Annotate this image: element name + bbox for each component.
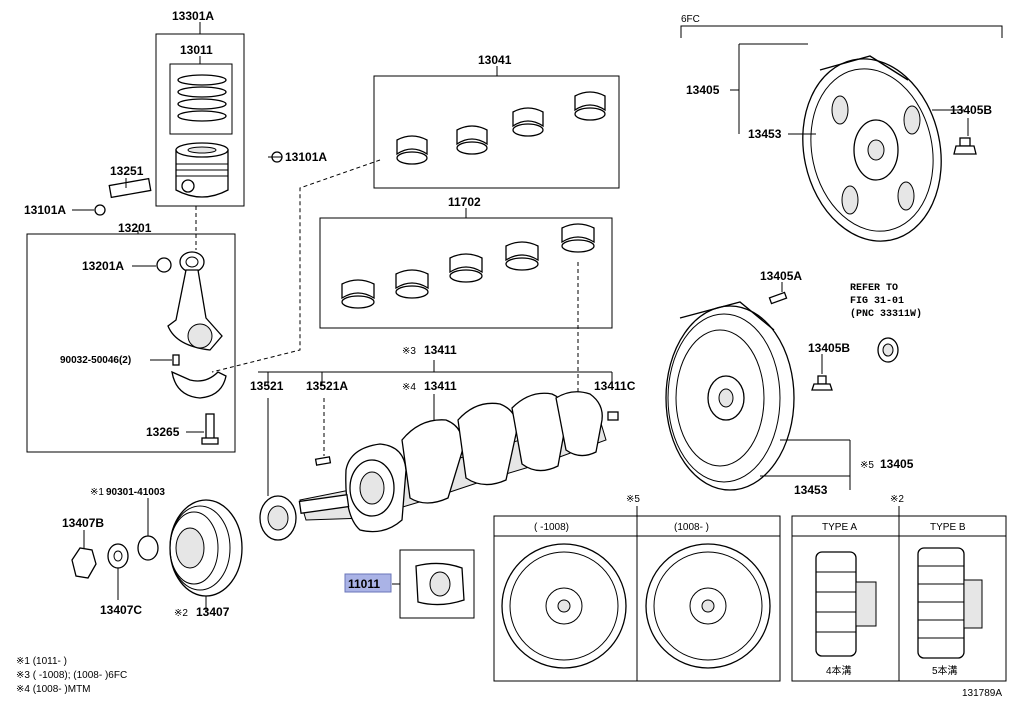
label-90032[interactable]: 90032-50046(2) — [60, 355, 131, 366]
label-90301[interactable]: 90301-41003 — [106, 487, 165, 498]
pulley-variant-b — [645, 543, 771, 669]
note5-prefix: ※5 — [860, 460, 874, 471]
refer-line-1: REFER TO — [850, 283, 898, 294]
label-13265[interactable]: 13265 — [146, 425, 180, 439]
pulley-type-b — [917, 547, 983, 659]
label-13411-3[interactable]: 13411 — [424, 343, 457, 357]
label-11011[interactable]: 11011 — [348, 577, 380, 591]
label-13405b-top[interactable]: 13405B — [950, 103, 992, 117]
piston-assembly — [94, 22, 283, 216]
label-13407c[interactable]: 13407C — [100, 603, 142, 617]
label-13041[interactable]: 13041 — [478, 53, 512, 67]
bearing-set-11702 — [319, 208, 613, 329]
label-6fc: 6FC — [681, 14, 700, 25]
pulley-type-a — [815, 551, 877, 657]
thrust-washer-11011 — [392, 549, 475, 619]
refer-line-3: (PNC 33311W) — [850, 308, 922, 320]
label-13521a[interactable]: 13521A — [306, 379, 348, 393]
label-13101a-right[interactable]: 13101A — [285, 150, 327, 164]
col-header-a: ( -1008) — [534, 522, 569, 533]
col-header-b: (1008- ) — [674, 522, 709, 533]
label-13301a[interactable]: 13301A — [172, 9, 214, 23]
connecting-rod-assembly — [26, 206, 236, 453]
variant-table — [493, 506, 1007, 682]
label-13453-bot[interactable]: 13453 — [794, 483, 828, 497]
note5-table: ※5 — [626, 494, 640, 505]
footnote-4: ※4 (1008- )MTM — [16, 684, 91, 695]
footnote-1: ※1 (1011- ) — [16, 656, 67, 667]
refer-line-2: FIG 31-01 — [850, 296, 904, 307]
part-labels: 13301A 13011 13101A 13251 13101A 13201 1… — [16, 9, 1002, 699]
label-13011[interactable]: 13011 — [180, 43, 213, 57]
label-11702[interactable]: 11702 — [448, 195, 481, 209]
label-13405-bot[interactable]: 13405 — [880, 457, 914, 471]
label-13407[interactable]: 13407 — [196, 605, 230, 619]
crank-pulley — [71, 498, 243, 612]
groove-5: 5本溝 — [932, 664, 958, 677]
label-13453-top[interactable]: 13453 — [748, 127, 782, 141]
bearing-set-13041 — [373, 66, 620, 189]
label-13405a[interactable]: 13405A — [760, 269, 802, 283]
footnote-3: ※3 ( -1008); (1008- )6FC — [16, 670, 127, 681]
label-13521[interactable]: 13521 — [250, 379, 284, 393]
label-13405-top[interactable]: 13405 — [686, 83, 720, 97]
crankshaft — [258, 360, 619, 541]
pulley-variant-a — [501, 543, 627, 669]
col-type-b: TYPE B — [930, 522, 966, 533]
label-13101a-left[interactable]: 13101A — [24, 203, 66, 217]
label-13407b[interactable]: 13407B — [62, 516, 104, 530]
drive-plate-6fc — [680, 25, 1003, 242]
label-13405b-mid[interactable]: 13405B — [808, 341, 850, 355]
col-type-a: TYPE A — [822, 522, 857, 533]
label-13411-4[interactable]: 13411 — [424, 379, 457, 393]
label-13411c[interactable]: 13411C — [594, 379, 636, 393]
diagram-code: 131789A — [962, 688, 1002, 699]
leader-lines — [72, 109, 964, 433]
note1-prefix: ※1 — [90, 487, 104, 498]
label-13251[interactable]: 13251 — [110, 164, 144, 178]
note2-prefix: ※2 — [174, 608, 188, 619]
note3-prefix: ※3 — [402, 346, 416, 357]
groove-4: 4本溝 — [826, 664, 852, 677]
note4-prefix: ※4 — [402, 382, 416, 393]
label-13201[interactable]: 13201 — [118, 221, 152, 235]
label-13201a[interactable]: 13201A — [82, 259, 124, 273]
highlight-11011 — [344, 573, 392, 593]
note2-table: ※2 — [890, 494, 904, 505]
flywheel — [665, 282, 899, 491]
